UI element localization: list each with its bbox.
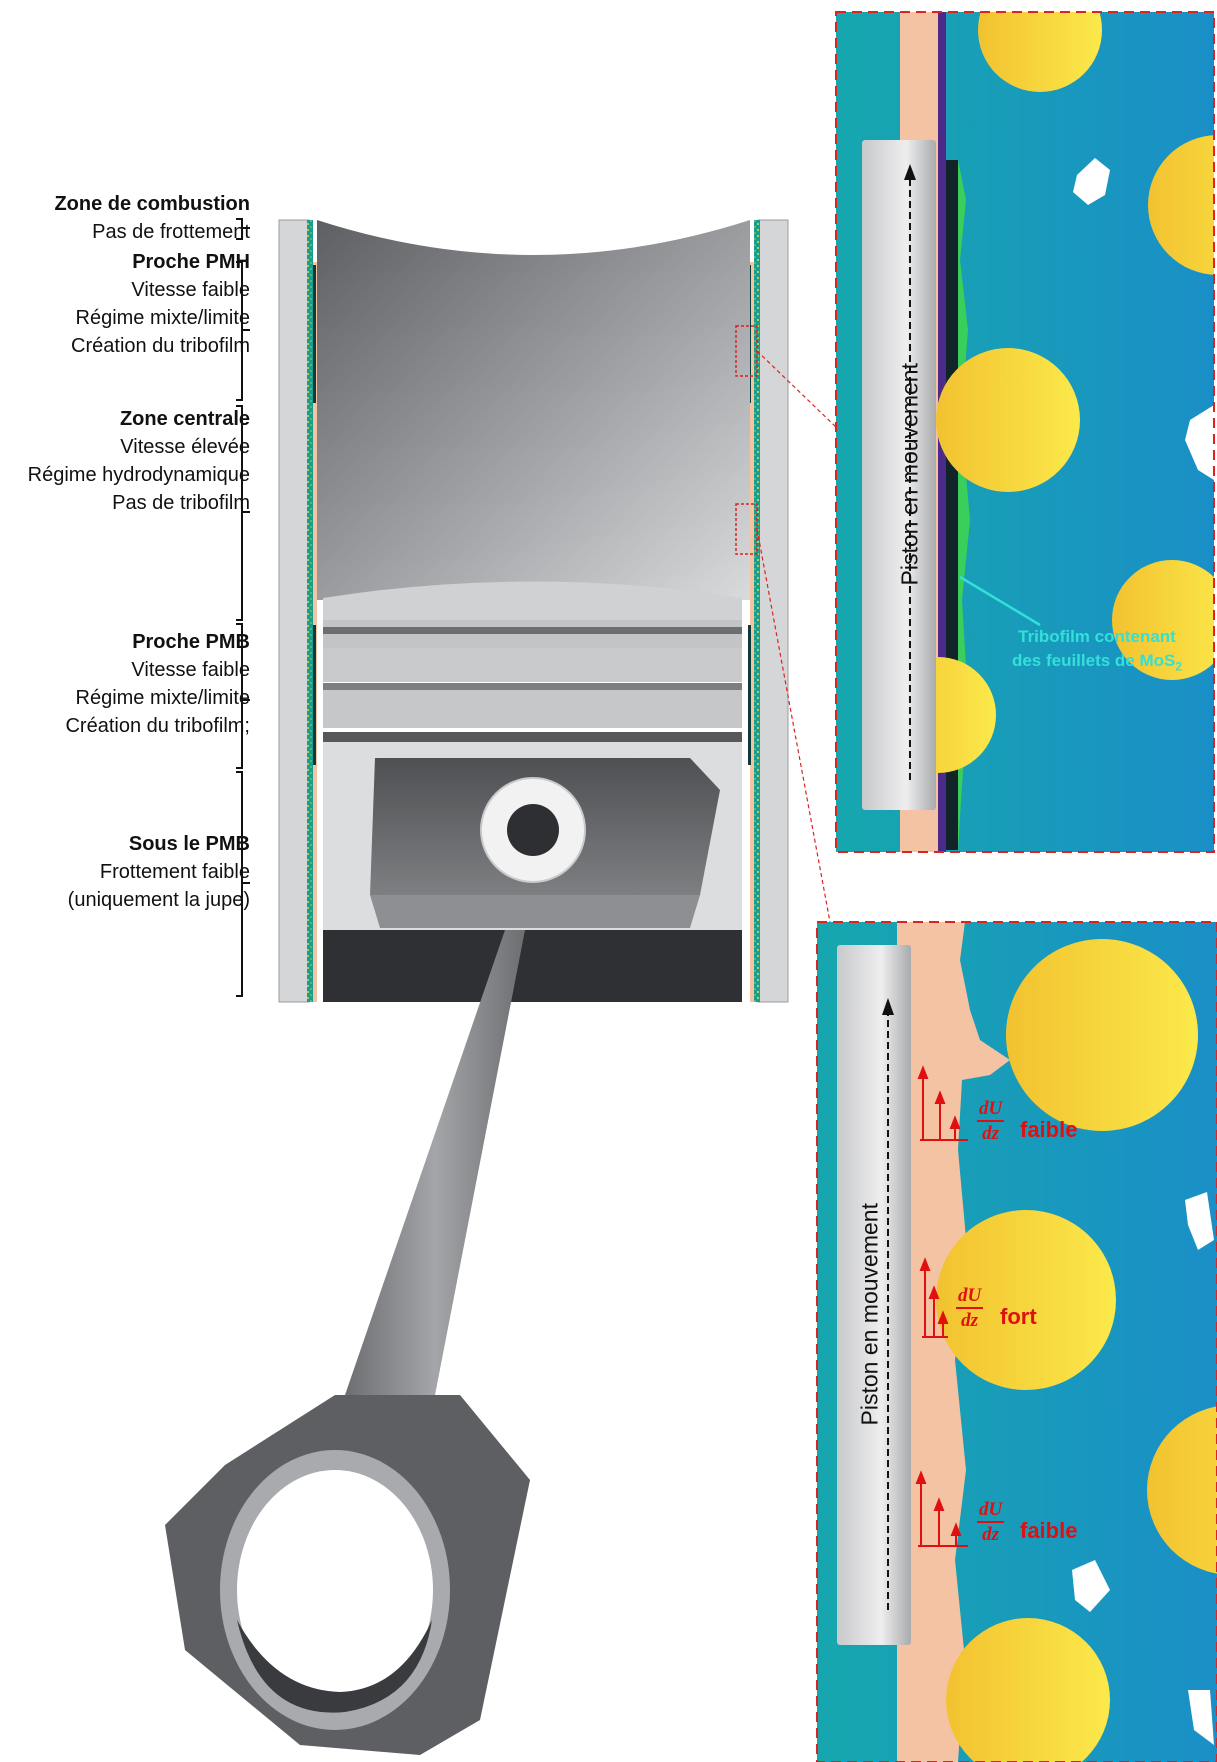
shear-gradient-1: dU dz (977, 1098, 1004, 1146)
piston-motion-label-bottom: Piston en mouvement (857, 1206, 884, 1426)
brace-near-bdc (236, 624, 250, 768)
piston-land-mid (323, 648, 742, 682)
tribofilm-label-line2: des feuillets de MoS (1012, 651, 1175, 670)
tribofilm-right-bottom (748, 625, 751, 765)
shear-gradient-3: dU dz (977, 1499, 1004, 1547)
piston (323, 582, 742, 1003)
inset-particle (1006, 939, 1198, 1131)
cylinder-wall-right (758, 220, 788, 1002)
tribofilm-label: Tribofilm contenant des feuillets de MoS… (992, 625, 1202, 678)
tribofilm-subscript: 2 (1175, 659, 1182, 673)
piston-oil-ring (323, 732, 742, 742)
crankcase-shadow (323, 930, 742, 1002)
tribofilm-left-bottom (313, 625, 316, 765)
shear-gradient-2-label: fort (1000, 1304, 1037, 1330)
brace-below-bdc (236, 772, 250, 996)
zone-braces (236, 219, 250, 996)
cylinder-bore (317, 220, 750, 600)
gradient-numerator: dU (977, 1499, 1004, 1523)
gradient-numerator: dU (956, 1285, 983, 1309)
connecting-rod (165, 930, 530, 1755)
shear-gradient-3-label: faible (1020, 1518, 1077, 1544)
tribofilm-left-top (313, 265, 316, 403)
shear-gradient-2: dU dz (956, 1285, 983, 1333)
brace-central (236, 406, 250, 620)
top-inset (836, 0, 1217, 852)
piston-ring-groove-2 (323, 683, 742, 690)
gradient-denominator: dz (977, 1523, 1004, 1547)
piston-motion-label-top: Piston en mouvement (897, 366, 924, 586)
gradient-denominator: dz (977, 1122, 1004, 1146)
piston-pin-inner (507, 804, 559, 856)
shear-gradient-1-label: faible (1020, 1117, 1077, 1143)
liner-coating-left (307, 220, 313, 1002)
inset-particle (936, 348, 1080, 492)
tribofilm-label-line1: Tribofilm contenant (1018, 627, 1176, 646)
brace-near-tdc (236, 262, 250, 400)
gradient-denominator: dz (956, 1309, 983, 1333)
brace-combustion (236, 219, 250, 239)
piston-land-bottom (323, 690, 742, 728)
piston-ring-groove-1 (323, 627, 742, 634)
gradient-numerator: dU (977, 1098, 1004, 1122)
piston-skirt-lower (370, 895, 700, 928)
cylinder-wall-left (279, 220, 309, 1002)
